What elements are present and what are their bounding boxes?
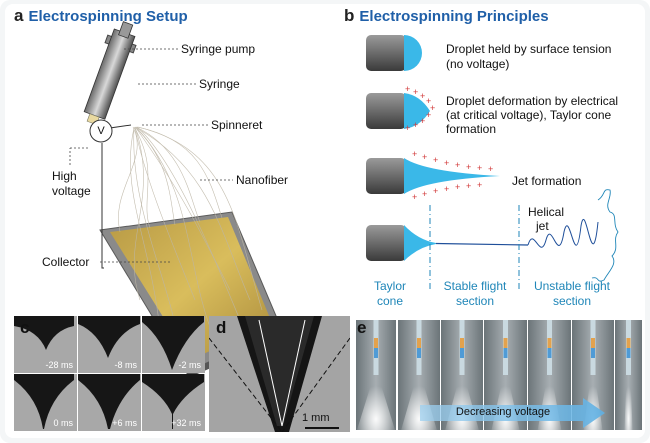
frame-minus-28: -28 ms <box>14 316 77 373</box>
step2-line1: Droplet deformation by electrical <box>446 94 619 108</box>
voltage-meter <box>89 119 113 143</box>
voltage-frame <box>356 320 396 430</box>
voltage-frame <box>615 320 642 430</box>
frame-plus-32: +32 ms <box>142 374 205 431</box>
taylor-cone-photo <box>209 316 350 432</box>
frame-time-label: +32 ms <box>171 418 201 428</box>
charge-plus: + <box>444 158 449 168</box>
charge-plus: + <box>477 180 482 190</box>
panel-c-letter: c <box>20 318 30 337</box>
charge-plus: + <box>422 152 427 162</box>
label-syringe-pump: Syringe pump <box>181 42 256 56</box>
charge-plus: + <box>466 181 471 191</box>
charge-plus: + <box>477 163 482 173</box>
charge-plus: + <box>433 155 438 165</box>
step2-line2: (at critical voltage), Taylor cone <box>446 108 612 122</box>
label-high: High <box>52 169 77 183</box>
syringe-plunger <box>118 21 134 39</box>
droplet-deformed <box>404 93 430 129</box>
step1-line2: (no voltage) <box>446 57 510 71</box>
frame-time-label: -2 ms <box>178 360 202 370</box>
panel-a-heading: Electrospinning Setup <box>28 8 188 25</box>
charge-plus: + <box>430 103 435 113</box>
label-syringe: Syringe <box>199 77 240 91</box>
step3-label: Jet formation <box>512 174 582 188</box>
helical-jet <box>527 218 599 248</box>
charge-plus: + <box>405 84 410 94</box>
syringe <box>83 21 137 126</box>
stable-label-1: Stable flight <box>443 279 507 293</box>
panel-a-letter: a <box>14 6 24 25</box>
step1-line1: Droplet held by surface tension <box>446 42 612 56</box>
panel-d-image: 1 mm <box>209 316 350 432</box>
frame-minus-8: -8 ms <box>78 316 141 373</box>
nozzle-4 <box>366 225 406 261</box>
scale-bar-label: 1 mm <box>302 412 330 424</box>
charge-plus: + <box>488 164 493 174</box>
charge-plus: + <box>405 123 410 133</box>
voltage-symbol: V <box>97 125 105 137</box>
unstable-label-1: Unstable flight <box>533 279 611 293</box>
unstable-label-2: section <box>552 294 592 308</box>
charge-plus: + <box>433 186 438 196</box>
charge-plus: + <box>412 192 417 202</box>
nozzle-2 <box>366 93 406 129</box>
step2-line3: formation <box>446 122 497 136</box>
droplet-round <box>404 35 422 71</box>
voltage-circuit <box>89 119 132 269</box>
label-spinneret: Spinneret <box>211 118 263 132</box>
charge-plus: + <box>422 189 427 199</box>
charge-plus: + <box>455 182 460 192</box>
charge-plus: + <box>420 91 425 101</box>
frame-time-label: +6 ms <box>112 418 137 428</box>
taylor-cone-label-2: cone <box>376 294 404 308</box>
leader-lines <box>69 48 233 263</box>
panel-d-letter: d <box>216 318 227 337</box>
charge-plus: + <box>455 160 460 170</box>
charge-plus: + <box>420 116 425 126</box>
label-voltage: voltage <box>52 184 91 198</box>
frame-zero: 0 ms <box>14 374 77 431</box>
taylor-cone-label-1: Taylor <box>373 279 406 293</box>
jet-cone <box>404 158 500 194</box>
step4-line2: jet <box>536 219 549 233</box>
charge-plus: + <box>413 87 418 97</box>
charge-plus: + <box>412 149 417 159</box>
taylor-cone <box>404 225 436 261</box>
stable-label-2: section <box>455 294 495 308</box>
frame-time-label: -28 ms <box>45 360 73 370</box>
surface-charges: ++++++++++++++++++++++++ <box>405 84 493 202</box>
nozzle-1 <box>366 35 406 71</box>
charge-plus: + <box>466 162 471 172</box>
charge-plus: + <box>413 120 418 130</box>
step4-line1: Helical <box>528 205 565 219</box>
decreasing-voltage-label: Decreasing voltage <box>455 406 551 418</box>
charge-plus: + <box>426 96 431 106</box>
frame-time-label: 0 ms <box>53 418 73 428</box>
charge-plus: + <box>426 110 431 120</box>
panel-b-heading: Electrospinning Principles <box>359 8 549 25</box>
label-nanofiber: Nanofiber <box>236 173 289 187</box>
frame-plus-6: +6 ms <box>78 374 141 431</box>
stable-jet <box>435 242 529 246</box>
panel-e-letter: e <box>357 318 367 337</box>
label-collector: Collector <box>42 255 90 269</box>
panel-b-letter: b <box>344 6 355 25</box>
decreasing-voltage-arrow <box>420 398 605 428</box>
frame-minus-2: -2 ms <box>142 316 205 373</box>
charge-plus: + <box>444 184 449 194</box>
nozzle-3 <box>366 158 406 194</box>
nanofiber-strands <box>118 126 263 351</box>
unstable-whip <box>591 189 619 282</box>
frame-time-label: -8 ms <box>114 360 138 370</box>
